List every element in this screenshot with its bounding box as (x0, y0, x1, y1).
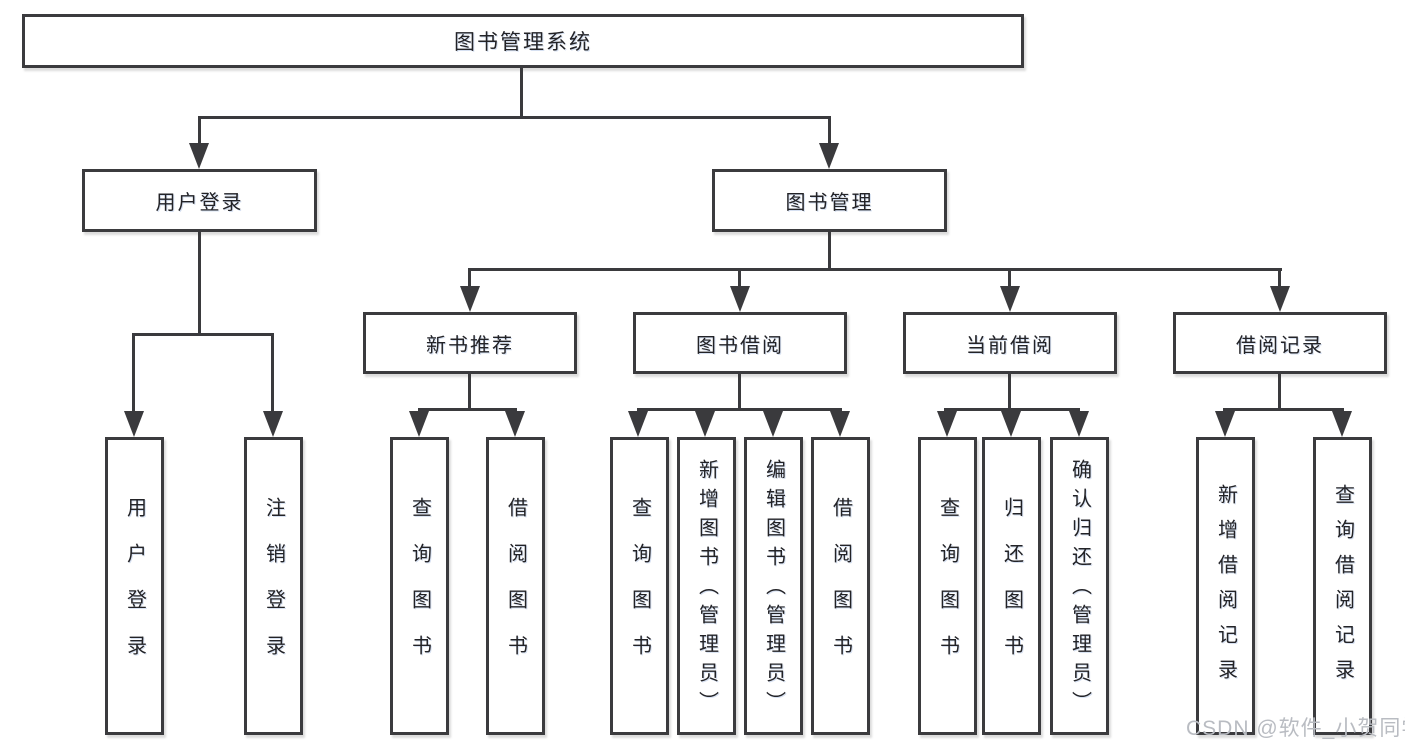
connector-drop-leaf-logout (271, 333, 274, 412)
arrow-head-leaf-login (124, 411, 144, 437)
connector-nb-stem (468, 373, 471, 410)
leaf-logout: 注销登录 (244, 437, 303, 735)
leaf-user-login: 用户登录 (105, 437, 164, 735)
connector-drop-user-login (198, 116, 201, 144)
connector-mgmt-stem (828, 231, 831, 271)
leaf-query-book-current: 查询图书 (918, 437, 977, 735)
arrow-head-leaf-logout (263, 411, 283, 437)
connector-bb-branch (637, 408, 842, 411)
node-user-login: 用户登录 (82, 169, 317, 232)
node-root: 图书管理系统 (22, 14, 1024, 68)
connector-drop-book-mgmt (828, 116, 831, 144)
arrow-head-l2c (1000, 286, 1020, 312)
arrow-head-bb-4 (830, 411, 850, 437)
connector-root-stem (520, 68, 523, 119)
connector-user-stem (198, 231, 201, 336)
arrow-head-l2b (730, 286, 750, 312)
connector-drop-l2a (468, 268, 471, 287)
node-new-book-recommend: 新书推荐 (363, 312, 577, 374)
leaf-borrow-book-recommend: 借阅图书 (486, 437, 545, 735)
leaf-confirm-return-admin: 确认归还（管理员） (1050, 437, 1109, 735)
arrow-head-nb-1 (409, 411, 429, 437)
node-book-borrow: 图书借阅 (633, 312, 847, 374)
leaf-query-book-recommend: 查询图书 (390, 437, 449, 735)
arrow-head-cb-1 (937, 411, 957, 437)
connector-nb-branch (418, 408, 517, 411)
csdn-watermark: CSDN @软件_小贺同学 (1186, 717, 1405, 740)
arrow-head-cb-2 (1001, 411, 1021, 437)
connector-cb-stem (1008, 373, 1011, 410)
leaf-return-book: 归还图书 (982, 437, 1041, 735)
connector-br-stem (1278, 373, 1281, 410)
leaf-edit-book-admin: 编辑图书（管理员） (744, 437, 803, 735)
connector-drop-leaf-login (132, 333, 135, 412)
leaf-borrow-book: 借阅图书 (811, 437, 870, 735)
connector-drop-l2d (1278, 268, 1281, 287)
leaf-add-book-admin: 新增图书（管理员） (677, 437, 736, 735)
node-book-management: 图书管理 (712, 169, 947, 232)
leaf-query-book-borrow: 查询图书 (610, 437, 669, 735)
connector-user-branch (132, 333, 274, 336)
arrow-head-book-mgmt (819, 143, 839, 169)
arrow-head-user-login (189, 143, 209, 169)
connector-drop-l2b (738, 268, 741, 287)
node-current-borrow: 当前借阅 (903, 312, 1117, 374)
arrow-head-br-1 (1215, 411, 1235, 437)
connector-cb-branch (944, 408, 1080, 411)
leaf-add-borrow-record: 新增借阅记录 (1196, 437, 1255, 735)
connector-br-branch (1223, 408, 1344, 411)
leaf-query-borrow-record: 查询借阅记录 (1313, 437, 1372, 735)
node-borrow-record: 借阅记录 (1173, 312, 1387, 374)
arrow-head-bb-3 (763, 411, 783, 437)
arrow-head-cb-3 (1069, 411, 1089, 437)
arrow-head-bb-1 (628, 411, 648, 437)
connector-level2-branch (468, 268, 1282, 271)
arrow-head-l2d (1270, 286, 1290, 312)
connector-drop-l2c (1008, 268, 1011, 287)
arrow-head-nb-2 (505, 411, 525, 437)
connector-level1-branch (198, 116, 831, 119)
arrow-head-br-2 (1332, 411, 1352, 437)
arrow-head-l2a (460, 286, 480, 312)
connector-bb-stem (738, 373, 741, 410)
arrow-head-bb-2 (695, 411, 715, 437)
